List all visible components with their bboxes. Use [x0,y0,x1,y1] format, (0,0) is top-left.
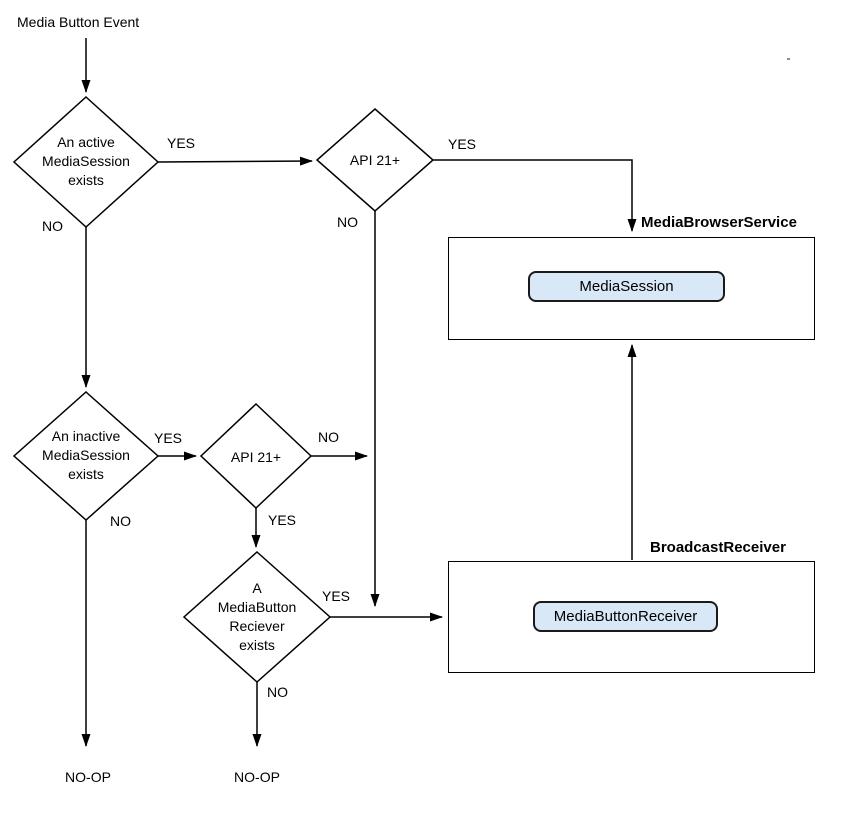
decision-active-mediasession-shape [12,95,160,229]
edge-label-api21-mid-no: NO [318,429,339,445]
decision-api21-mid-text: API 21+ [230,449,282,465]
speck-artifact [787,58,790,60]
edge-active-yes-to-api21 [157,156,313,166]
edge-label-receiver-no: NO [267,684,288,700]
decision-inactive-mediasession-text: An inactive MediaSession exists [42,428,130,482]
edge-label-api21-mid-yes: YES [268,512,297,528]
decision-active-mediasession-text: An active MediaSession exists [42,134,130,188]
edge-label-active-yes: YES [167,135,196,151]
edge-label-api21-top-no: NO [337,214,358,230]
decision-mediabutton-receiver-text: A MediaButton Reciever exists [217,580,297,653]
edge-label-inactive-no: NO [110,513,131,529]
mediabuttonreceiver-pill: MediaButtonReceiver [533,601,718,632]
start-label: Media Button Event [17,14,140,30]
broadcastreceiver-title: BroadcastReceiver [650,539,786,556]
edge-label-active-no: NO [42,218,63,234]
noop-terminal-right: NO-OP [234,769,280,785]
decision-inactive-mediasession-shape [12,390,160,522]
mediabrowserservice-title: MediaBrowserService [641,214,797,231]
edge-api21-yes-to-mediabrowserservice [433,159,637,232]
decision-api21-top-shape [315,108,435,212]
edge-label-inactive-yes: YES [154,430,183,446]
edge-label-api21-top-yes: YES [448,136,477,152]
edge-label-receiver-yes: YES [322,588,351,604]
noop-terminal-left: NO-OP [65,769,111,785]
mediasession-pill: MediaSession [528,271,725,302]
decision-mediabutton-receiver-shape [182,550,332,684]
mediasession-pill-label: MediaSession [579,278,674,295]
decision-api21-mid-shape [199,402,313,510]
mediabuttonreceiver-pill-label: MediaButtonReceiver [553,608,698,625]
decision-api21-top-text: API 21+ [349,152,401,168]
